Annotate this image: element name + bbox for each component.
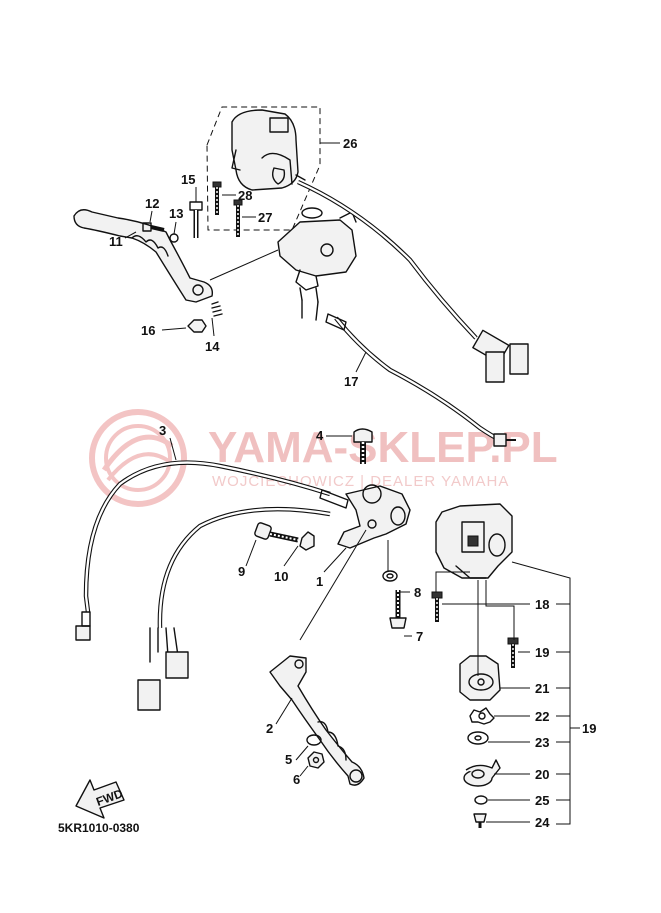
callout-17: 17 [344,374,358,389]
diagram-code: 5KR1010-0380 [58,821,140,835]
screw-19-a [431,591,443,622]
callout-24: 24 [535,815,550,830]
callout-11: 11 [109,234,123,249]
callout-6: 6 [293,772,300,787]
callout-10: 10 [274,569,288,584]
callout-23: 23 [535,735,549,750]
lock-washer-22 [469,707,495,725]
fwd-arrow-icon: FWD [75,779,125,819]
lever-holder-1 [337,484,411,549]
screw-7 [389,590,407,629]
callout-20: 20 [535,767,549,782]
adjuster-9 [254,522,299,543]
callout-18: 19 [582,721,596,736]
nut-6 [307,751,325,769]
washer-8 [382,570,398,582]
callout-22: 22 [535,709,549,724]
callout-1: 1 [316,574,323,589]
washer-23 [467,731,489,745]
callout-5: 5 [285,752,292,767]
callout-12: 12 [145,196,159,211]
bushing-5 [306,734,322,746]
spring-14 [211,301,223,317]
callout-25: 25 [535,793,549,808]
switch-harness-26 [297,179,529,383]
callout-16: 16 [141,323,155,338]
lever-holder-upper [277,207,357,321]
callout-7: 7 [416,629,423,644]
callout-28: 28 [238,188,252,203]
switch-assembly-26 [206,106,321,231]
callout-4: 4 [316,428,324,443]
callout-8: 8 [414,585,421,600]
callout-14: 14 [205,339,220,354]
nut-13 [169,233,179,243]
right-switch-harness [137,506,331,711]
screw-27 [233,199,243,237]
right-switch-18 [435,503,513,579]
clutch-lever-11 [73,209,214,303]
leader-lines [124,142,580,825]
watermark-logo-icon [89,409,187,507]
switch-part-20 [463,759,501,787]
switch-part-21 [459,655,501,701]
washer-25 [474,795,488,805]
callout-21: 21 [535,681,549,696]
screw-24 [473,813,487,828]
callout-3: 3 [159,423,166,438]
watermark-title: YAMA-SKLEP.PL [208,423,558,472]
screw-12 [142,222,165,232]
screw-19-b [507,637,519,668]
cable-17 [325,313,516,447]
bolt-15 [189,201,203,238]
callout-19-b: 19 [535,645,549,660]
callout-19-a: 18 [535,597,549,612]
callout-9: 9 [238,564,245,579]
callout-13: 13 [169,206,183,221]
locknut-10 [299,531,315,551]
callout-26: 26 [343,136,357,151]
callout-15: 15 [181,172,195,187]
nut-16 [187,319,207,333]
brake-lever-2 [269,655,365,786]
callout-27: 27 [258,210,272,225]
watermark-subtitle: WOJCIECHOWICZ | DEALER YAMAHA [212,473,509,490]
screw-28 [212,181,222,215]
bolt-4 [353,428,373,464]
watermark: YAMA-SKLEP.PL WOJCIECHOWICZ | DEALER YAM… [89,409,558,507]
callout-2: 2 [266,721,273,736]
cable-3 [75,460,349,641]
callout-numbers: 26 28 27 15 12 13 11 14 16 17 4 3 1 9 10… [109,136,596,830]
